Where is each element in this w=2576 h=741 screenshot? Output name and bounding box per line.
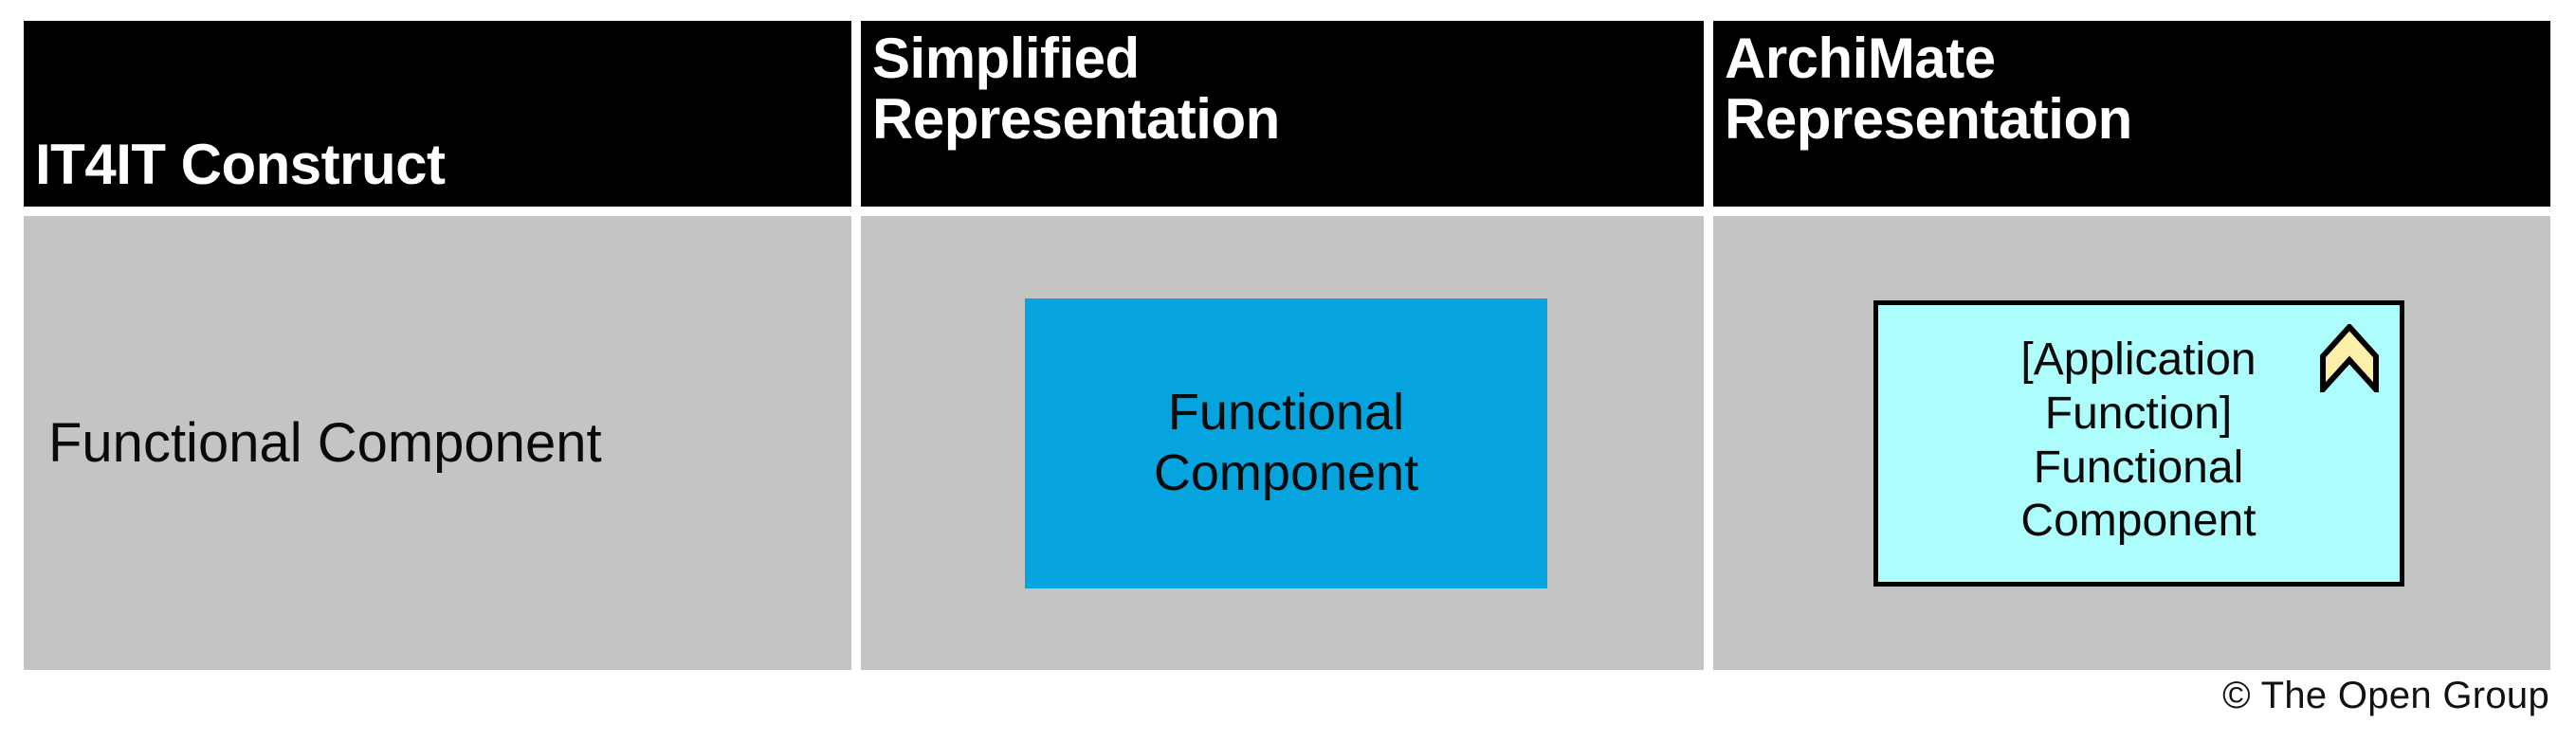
column-header-it4it-construct: IT4IT Construct bbox=[24, 21, 851, 207]
archimate-application-function-shape: [Application Function] Functional Compon… bbox=[1873, 299, 2404, 587]
column-header-simplified-representation: Simplified Representation bbox=[861, 21, 1704, 207]
legend-table: IT4IT Construct Simplified Representatio… bbox=[24, 21, 2550, 670]
construct-name-label: Functional Component bbox=[48, 411, 602, 474]
simplified-functional-component-shape: Functional Component bbox=[1025, 298, 1547, 588]
table-header-row: IT4IT Construct Simplified Representatio… bbox=[24, 21, 2550, 207]
cell-simplified-representation: Functional Component bbox=[861, 216, 1704, 670]
column-header-label: ArchiMate Representation bbox=[1725, 27, 2132, 151]
application-function-chevron-icon bbox=[2319, 322, 2379, 397]
column-header-archimate-representation: ArchiMate Representation bbox=[1713, 21, 2550, 207]
simplified-shape-label: Functional Component bbox=[1153, 383, 1419, 501]
column-gutter bbox=[851, 216, 861, 670]
column-gutter bbox=[1704, 216, 1713, 670]
copyright-notice: © The Open Group bbox=[2222, 675, 2549, 716]
column-gutter bbox=[851, 21, 861, 207]
column-header-label: IT4IT Construct bbox=[35, 133, 446, 197]
table-row: Functional Component Functional Componen… bbox=[24, 216, 2550, 670]
column-header-label: Simplified Representation bbox=[872, 27, 1280, 151]
cell-archimate-representation: [Application Function] Functional Compon… bbox=[1713, 216, 2550, 670]
column-gutter bbox=[1704, 21, 1713, 207]
archimate-shape-label: [Application Function] Functional Compon… bbox=[2020, 334, 2256, 547]
cell-it4it-construct: Functional Component bbox=[24, 216, 851, 670]
